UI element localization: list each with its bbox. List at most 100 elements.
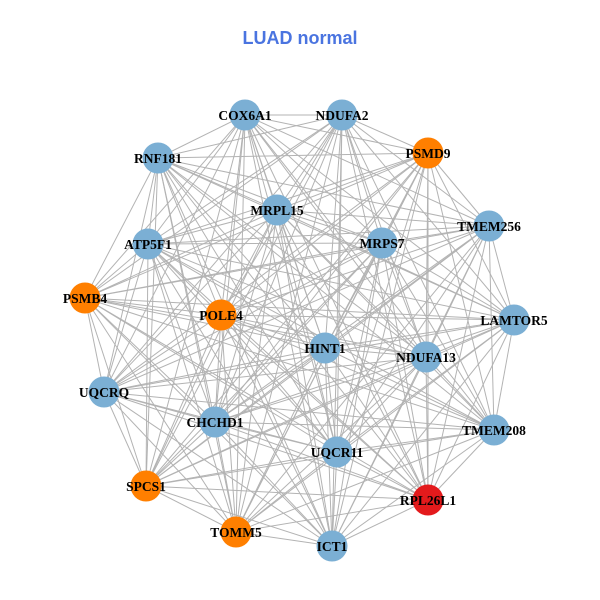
edge-tmem208-spcs1	[145, 429, 495, 487]
edge-mrpl15-mrps7	[276, 209, 383, 244]
node-circle[interactable]	[199, 406, 231, 438]
edge-ndufa2-tmem256	[341, 114, 490, 227]
node-circle[interactable]	[316, 530, 348, 562]
edge-atp5f1-pole4	[147, 243, 222, 316]
edge-lamtor5-hint1	[324, 319, 515, 349]
edge-rnf181-uqcr11	[157, 157, 338, 453]
edge-rnf181-tomm5	[157, 157, 237, 533]
node-circle[interactable]	[88, 376, 120, 408]
node-tomm5[interactable]: TOMM5	[210, 516, 262, 548]
edge-atp5f1-uqcrq	[103, 243, 149, 393]
node-uqcrq[interactable]: UQCRQ	[79, 376, 129, 408]
edge-mrpl15-rpl26l1	[276, 209, 429, 501]
edge-mrpl15-tmem208	[276, 209, 495, 431]
node-psmd9[interactable]: PSMD9	[406, 137, 451, 169]
node-circle[interactable]	[326, 99, 358, 131]
node-circle[interactable]	[309, 332, 341, 364]
node-circle[interactable]	[478, 414, 510, 446]
edge-pole4-tmem208	[220, 314, 495, 431]
node-circle[interactable]	[220, 516, 252, 548]
node-tmem208[interactable]: TMEM208	[462, 414, 526, 446]
edge-psmd9-psmb4	[84, 152, 429, 299]
node-mrps7[interactable]: MRPS7	[360, 227, 405, 259]
node-circle[interactable]	[321, 436, 353, 468]
node-chchd1[interactable]: CHCHD1	[187, 406, 244, 438]
edge-cox6a1-chchd1	[214, 114, 246, 423]
node-label: MRPL15	[250, 203, 303, 218]
edge-psmd9-mrpl15	[276, 152, 429, 211]
edge-chchd1-ict1	[214, 421, 333, 547]
edge-mrps7-rpl26l1	[381, 242, 429, 501]
edge-ndufa2-mrps7	[341, 114, 383, 244]
node-circle[interactable]	[229, 99, 261, 131]
edge-hint1-rpl26l1	[324, 347, 429, 501]
edge-ndufa2-tmem208	[341, 114, 495, 431]
edge-cox6a1-tmem208	[244, 114, 495, 431]
edge-rnf181-spcs1	[145, 157, 159, 487]
node-circle[interactable]	[130, 470, 162, 502]
edge-rpl26l1-ict1	[331, 499, 429, 547]
node-hint1[interactable]: HINT1	[304, 332, 346, 364]
edge-lamtor5-spcs1	[145, 319, 515, 487]
edge-mrpl15-ict1	[276, 209, 333, 547]
node-circle[interactable]	[412, 484, 444, 516]
node-label: UQCRQ	[79, 385, 129, 400]
node-cox6a1[interactable]: COX6A1	[218, 99, 272, 131]
edge-ndufa13-uqcr11	[336, 356, 427, 453]
node-ndufa13[interactable]: NDUFA13	[396, 341, 456, 373]
edges-layer	[84, 114, 515, 547]
edge-mrps7-hint1	[324, 242, 383, 349]
edge-ndufa2-mrpl15	[276, 114, 343, 211]
node-ndufa2[interactable]: NDUFA2	[316, 99, 369, 131]
edge-uqcr11-ict1	[331, 451, 338, 547]
edge-atp5f1-uqcr11	[147, 243, 338, 453]
node-atp5f1[interactable]: ATP5F1	[124, 228, 172, 260]
edge-pole4-hint1	[220, 314, 326, 349]
node-circle[interactable]	[69, 282, 101, 314]
node-spcs1[interactable]: SPCS1	[126, 470, 166, 502]
edge-psmd9-rnf181	[157, 152, 429, 159]
node-uqcr11[interactable]: UQCR11	[311, 436, 364, 468]
node-circle[interactable]	[366, 227, 398, 259]
edge-mrps7-pole4	[220, 242, 383, 316]
edge-ndufa2-ict1	[331, 114, 343, 547]
node-lamtor5[interactable]: LAMTOR5	[480, 304, 548, 336]
node-psmb4[interactable]: PSMB4	[63, 282, 108, 314]
edge-mrpl15-atp5f1	[147, 209, 278, 245]
edge-mrpl15-uqcrq	[103, 209, 278, 393]
edge-psmd9-spcs1	[145, 152, 429, 487]
edge-hint1-ndufa13	[324, 347, 427, 358]
edge-cox6a1-atp5f1	[147, 114, 246, 245]
edge-chchd1-tmem208	[214, 421, 495, 431]
node-rnf181[interactable]: RNF181	[134, 142, 182, 174]
edge-psmd9-lamtor5	[427, 152, 515, 321]
node-label: LAMTOR5	[480, 313, 548, 328]
edge-psmb4-tmem208	[84, 297, 495, 431]
node-circle[interactable]	[498, 304, 530, 336]
node-tmem256[interactable]: TMEM256	[457, 210, 521, 242]
node-rpl26l1[interactable]: RPL26L1	[400, 484, 457, 516]
edge-spcs1-tomm5	[145, 485, 237, 533]
edge-ndufa2-chchd1	[214, 114, 343, 423]
node-circle[interactable]	[261, 194, 293, 226]
edge-hint1-uqcr11	[324, 347, 338, 453]
node-circle[interactable]	[142, 142, 174, 174]
node-mrpl15[interactable]: MRPL15	[250, 194, 304, 226]
node-circle[interactable]	[132, 228, 164, 260]
node-circle[interactable]	[205, 299, 237, 331]
node-pole4[interactable]: POLE4	[199, 299, 243, 331]
edge-lamtor5-rpl26l1	[427, 319, 515, 501]
edge-ndufa2-atp5f1	[147, 114, 343, 245]
edge-psmb4-rpl26l1	[84, 297, 429, 501]
edge-chchd1-uqcr11	[214, 421, 338, 453]
edge-ndufa2-rpl26l1	[341, 114, 429, 501]
node-ict1[interactable]: ICT1	[316, 530, 348, 562]
node-circle[interactable]	[410, 341, 442, 373]
edge-cox6a1-ict1	[244, 114, 333, 547]
node-circle[interactable]	[412, 137, 444, 169]
node-circle[interactable]	[473, 210, 505, 242]
edge-ndufa2-hint1	[324, 114, 343, 349]
node-label: NDUFA13	[396, 350, 456, 365]
edge-ndufa13-uqcrq	[103, 356, 427, 393]
